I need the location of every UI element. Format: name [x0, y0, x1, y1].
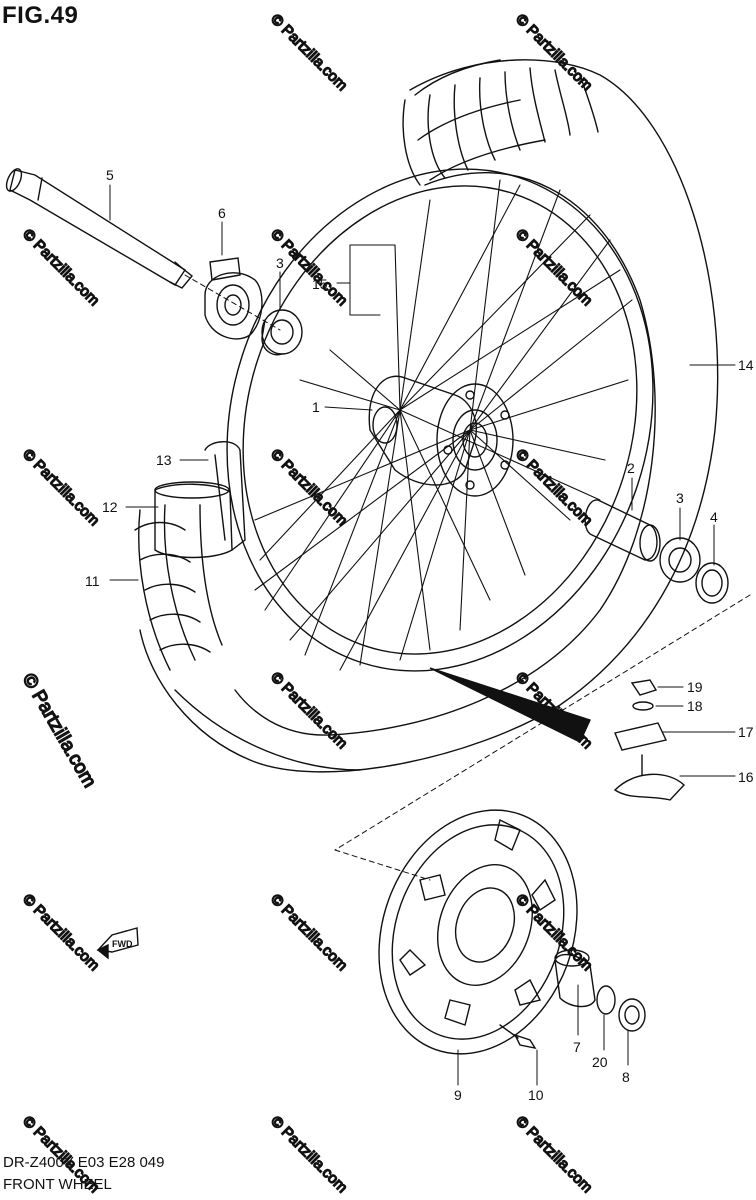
callout-14: 14 [738, 357, 754, 373]
diagram-footer: DR-Z400Y E03 E28 049 FRONT WHEEL [3, 1152, 165, 1196]
oil-seal [695, 562, 729, 604]
callout-20: 20 [592, 1054, 608, 1070]
guide-lines [184, 274, 751, 881]
disc-bolt [499, 1024, 537, 1050]
watermark-text: © Partzilla.com [19, 446, 102, 529]
callout-18: 18 [687, 698, 703, 714]
rim [226, 168, 654, 672]
figure-title: FIG.49 [2, 2, 79, 29]
callout-1: 1 [312, 399, 320, 415]
callout-11: 11 [85, 573, 100, 589]
callout-7: 7 [573, 1039, 581, 1055]
spacer-washer-nut [554, 949, 646, 1032]
footer-assembly-name: FRONT WHEEL [3, 1176, 112, 1193]
watermark-text: © Partzilla.com [19, 226, 102, 309]
callout-4: 4 [710, 509, 718, 525]
axle [5, 168, 193, 289]
valve-parts [613, 679, 685, 801]
watermark-text: © Partzilla.com [267, 1113, 350, 1196]
spacer-right [584, 499, 661, 562]
callout-6: 6 [218, 205, 226, 221]
callout-9: 9 [454, 1087, 462, 1103]
watermark-text: © Partzilla.com [512, 11, 595, 94]
callout-16: 16 [738, 769, 754, 785]
spacer-left [204, 257, 263, 340]
watermark-text: © Partzilla.com [512, 446, 595, 529]
watermark-text: © Partzilla.com [19, 891, 102, 974]
watermark-text: © Partzilla.com [267, 669, 350, 752]
watermark-text: © Partzilla.com [267, 446, 350, 529]
hub [368, 375, 514, 497]
fwd-label: FWD [112, 939, 133, 949]
bearing-left [261, 309, 303, 356]
callout-13: 13 [156, 452, 172, 468]
leader-lines [109, 184, 736, 1086]
watermark-text-large: © Partzilla.com [18, 670, 100, 791]
spokes [254, 179, 633, 671]
watermark-text: © Partzilla.com [267, 891, 350, 974]
brake-disc [378, 809, 578, 1055]
callout-3-left: 3 [276, 255, 284, 271]
callout-17: 17 [738, 724, 754, 740]
callout-8: 8 [622, 1069, 630, 1085]
callout-2: 2 [627, 460, 635, 476]
callout-numbers: 1 2 3 3 4 5 6 7 8 9 10 11 12 13 14 15 16… [85, 167, 754, 1103]
footer-model-code: DR-Z400Y E03 E28 049 [3, 1154, 165, 1171]
fork-guard [154, 441, 246, 559]
callout-19: 19 [687, 679, 703, 695]
fwd-arrow-icon: FWD [96, 927, 139, 960]
callout-3-right: 3 [676, 490, 684, 506]
watermark-layer: © Partzilla.com © Partzilla.com © Partzi… [17, 10, 596, 1197]
callout-12: 12 [102, 499, 118, 515]
valve-pointer [429, 667, 591, 743]
watermark-text: © Partzilla.com [512, 1113, 595, 1196]
callout-15: 15 [312, 276, 328, 292]
callout-10: 10 [528, 1087, 544, 1103]
tire [134, 59, 719, 773]
watermark-text: © Partzilla.com [267, 11, 350, 94]
callout-5: 5 [106, 167, 114, 183]
